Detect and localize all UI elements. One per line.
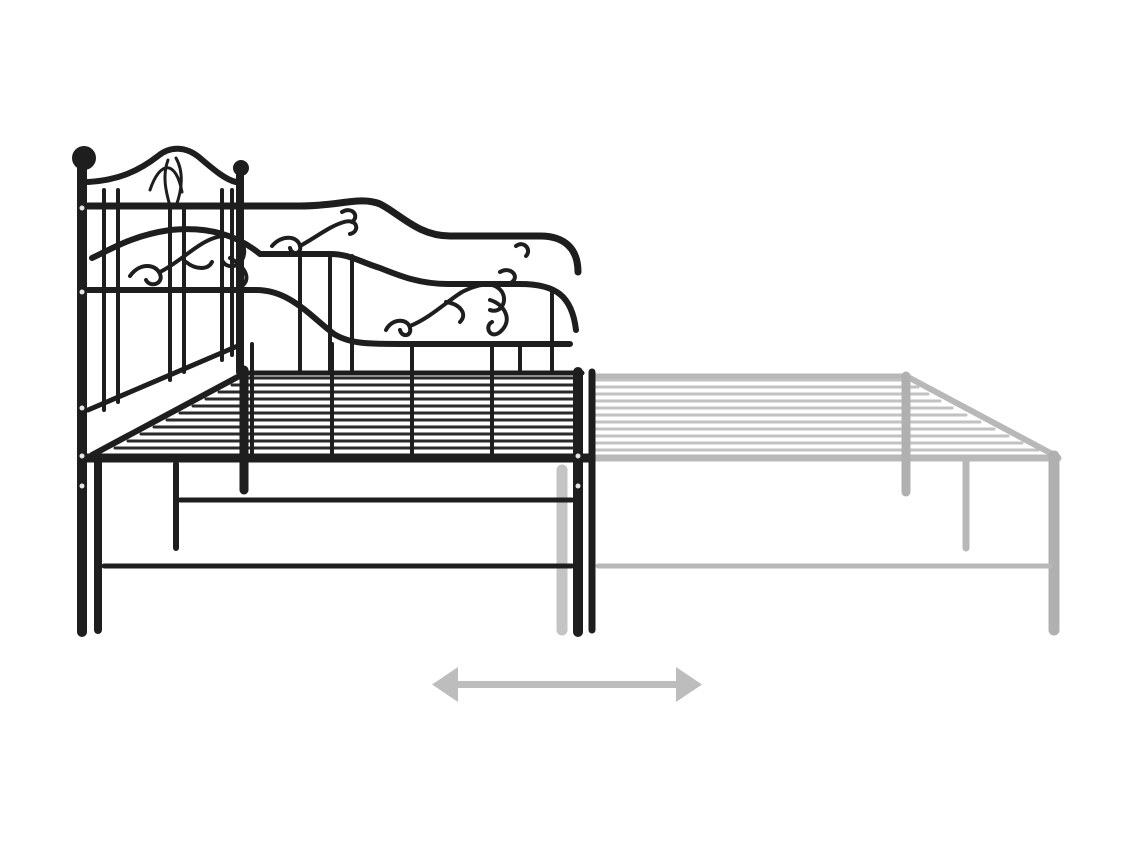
scrollwork-ornaments <box>128 208 531 337</box>
daybed-deck-slats <box>113 376 580 450</box>
trundle-slats <box>590 378 1040 452</box>
daybed-frame <box>72 145 596 637</box>
finial-right <box>233 160 249 176</box>
double-arrow-icon <box>432 667 702 702</box>
bolts <box>79 205 581 489</box>
trundle-frame <box>556 371 1062 636</box>
finial-left <box>72 146 96 170</box>
